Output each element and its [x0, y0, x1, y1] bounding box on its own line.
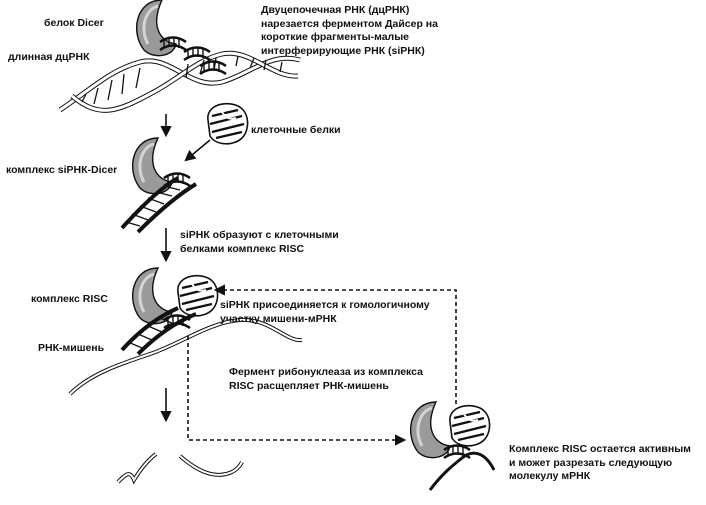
label-risc-complex: комплекс RISC — [31, 293, 108, 305]
desc-step1-line3: короткие фрагменты-малые — [261, 31, 410, 43]
desc-step1-line2: нарезается ферментом Дайсер на — [261, 17, 438, 30]
label-cell-proteins: клеточные белки — [251, 124, 341, 136]
label-long-dsrna: длинная дцРНК — [8, 51, 90, 63]
desc-step2-line2: белками комплекс RISC — [180, 242, 305, 255]
desc-step5-line1: Комплекс RISC остается активным — [509, 443, 691, 455]
recycle-path-back — [213, 284, 457, 404]
desc-step3-line2: участку мишени-мРНК — [220, 312, 337, 325]
desc-step4-line1: Фермент рибонуклеаза из комплекса — [229, 366, 423, 378]
desc-step1-line1: Двуцепочечная РНК (дцРНК) — [261, 4, 410, 16]
stage2-sirna-dicer — [120, 136, 198, 234]
stage5-risc-active — [409, 400, 496, 491]
cellular-protein-icon — [206, 102, 249, 145]
desc-step1-line4: интерферирующие РНК (siРНК) — [261, 44, 425, 57]
desc-step5-line3: молекулу мРНК — [509, 470, 591, 482]
desc-step5-line2: и может разрезать следующую — [509, 456, 673, 469]
desc-step2-line1: siРНК образуют с клеточными — [180, 229, 339, 241]
desc-step1: Двуцепочечная РНК (дцРНК) нарезается фер… — [261, 4, 438, 58]
desc-step4-line2: RISC расщепляет РНК-мишень — [229, 379, 389, 392]
recycle-path-forward — [187, 336, 407, 446]
arrow-proteins — [184, 139, 211, 162]
desc-step3: siРНК присоединяется к гомологичному уча… — [220, 299, 430, 326]
label-dicer-protein: белок Dicer — [44, 17, 104, 29]
label-sirna-dicer-complex: комплекс siРНК-Dicer — [6, 164, 118, 176]
stage1-dicer-on-dsrna — [58, 0, 301, 113]
desc-step3-line1: siРНК присоединяется к гомологичному — [220, 299, 430, 311]
stage3-risc-binding — [68, 266, 303, 396]
label-target-rna: РНК-мишень — [38, 342, 105, 354]
desc-step4: Фермент рибонуклеаза из комплекса RISC р… — [229, 366, 423, 393]
stage4-cleaved-fragments — [116, 452, 244, 485]
desc-step2: siРНК образуют с клеточными белками комп… — [180, 229, 339, 256]
desc-step5: Комплекс RISC остается активным и может … — [509, 443, 691, 484]
